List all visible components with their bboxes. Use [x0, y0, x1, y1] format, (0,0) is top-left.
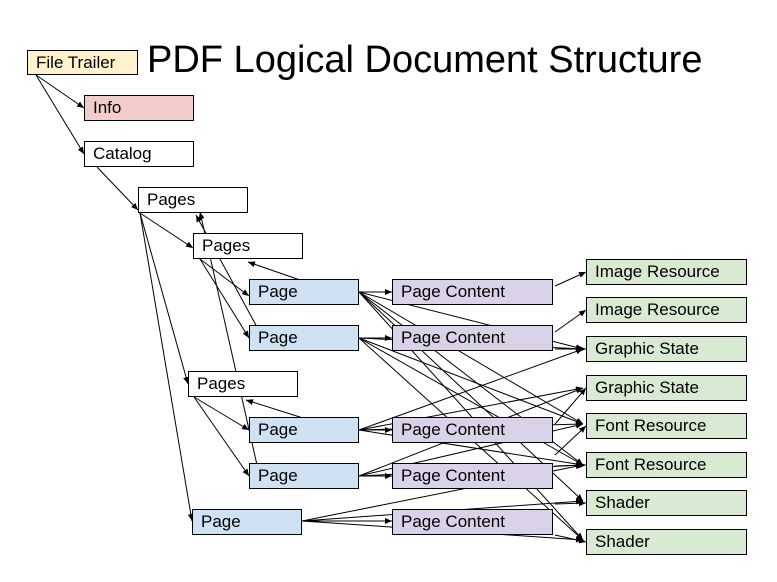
edge-arrow-5: [139, 212, 194, 522]
node-shader-1: Shader: [586, 490, 747, 516]
node-page-content-c: Page Content: [392, 509, 553, 535]
node-page-c: Page: [192, 509, 302, 535]
edge-arrow-1: [35, 74, 85, 155]
diagram-title: PDF Logical Document Structure: [147, 39, 703, 81]
edge-arrow-19: [554, 425, 587, 456]
edge-arrow-23: [247, 261, 301, 281]
node-font-resource-1: Font Resource: [586, 413, 747, 439]
edge-arrow-15: [554, 271, 587, 287]
edge-arrow-8: [193, 396, 250, 431]
edge-arrow-16: [554, 309, 587, 333]
node-image-resource-2: Image Resource: [586, 297, 747, 323]
node-page-a2: Page: [249, 325, 359, 351]
node-graphic-state-1: Graphic State: [586, 336, 747, 362]
edge-arrow-9: [193, 396, 250, 477]
edge-arrow-36: [358, 348, 584, 431]
node-page-content-a2: Page Content: [392, 325, 553, 351]
edge-arrow-25: [195, 214, 258, 328]
node-graphic-state-2: Graphic State: [586, 375, 747, 401]
edge-arrow-7: [199, 258, 250, 339]
node-pages-a: Pages: [193, 233, 303, 259]
node-page-content-b2: Page Content: [392, 463, 553, 489]
node-page-b1: Page: [249, 417, 359, 443]
node-page-content-b1: Page Content: [392, 417, 553, 443]
node-page-b2: Page: [249, 463, 359, 489]
edge-arrow-2: [96, 166, 139, 211]
node-info: Info: [84, 95, 194, 121]
node-pages-root: Pages: [138, 187, 248, 213]
edge-arrow-0: [35, 74, 85, 109]
edge-arrow-18: [554, 387, 587, 425]
edge-arrow-34: [358, 337, 584, 466]
node-file-trailer: File Trailer: [27, 50, 138, 75]
node-pages-b: Pages: [188, 371, 298, 397]
edge-arrow-24: [245, 399, 304, 419]
node-shader-2: Shader: [586, 529, 747, 555]
node-page-a1: Page: [249, 279, 359, 305]
edge-arrow-4: [139, 212, 189, 385]
node-image-resource-1: Image Resource: [586, 259, 747, 285]
edge-arrow-28: [358, 291, 584, 425]
edge-arrow-6: [199, 258, 250, 297]
node-catalog: Catalog: [84, 141, 194, 167]
node-page-content-a1: Page Content: [392, 279, 553, 305]
edge-arrow-3: [139, 212, 194, 249]
node-font-resource-2: Font Resource: [586, 452, 747, 478]
edge-arrow-33: [358, 337, 584, 425]
